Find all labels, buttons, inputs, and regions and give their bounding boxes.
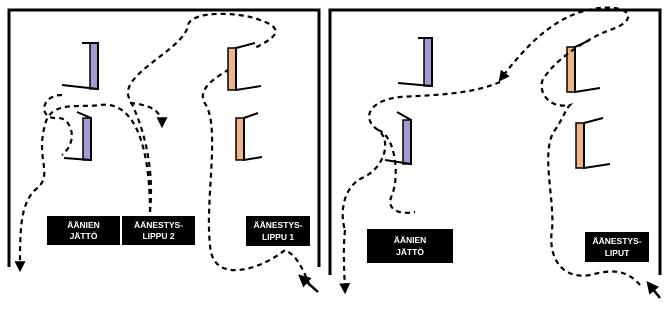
label-aanestysliput: ÄÄNESTYS- LIPUT xyxy=(585,232,649,262)
label-aanestyslippu-1: ÄÄNESTYS- LIPPU 1 xyxy=(246,216,310,246)
path-through-booths-right xyxy=(341,80,501,231)
label-line-1: ÄÄNESTYS- xyxy=(592,236,641,246)
booth-purple-frame xyxy=(397,37,433,88)
label-line-1: ÄÄNESTYS- xyxy=(134,220,183,230)
label-aanestyslippu-2: ÄÄNESTYS- LIPPU 2 xyxy=(122,216,195,245)
booth-purple-4 xyxy=(384,111,412,166)
label-line-2: LIPUT xyxy=(605,248,630,258)
booth-purple-2 xyxy=(63,111,92,162)
path-to-aanien-jatto xyxy=(14,103,152,273)
booth-orange-panel xyxy=(575,122,585,169)
booth-orange-frame xyxy=(583,117,611,170)
label-aanien-jatto-right: ÄÄNIEN JÄTTÖ xyxy=(367,229,453,263)
booth-purple-frame xyxy=(63,111,92,162)
right-panel: ÄÄNIEN JÄTTÖ ÄÄNESTYS- LIPUT xyxy=(328,6,662,299)
booth-purple-frame xyxy=(61,42,99,91)
label-line-2: JÄTTÖ xyxy=(70,231,98,241)
booth-purple-frame xyxy=(384,111,412,166)
booth-orange-1 xyxy=(227,42,262,92)
booth-orange-panel xyxy=(227,47,237,91)
booth-purple-3 xyxy=(397,37,433,88)
booth-orange-panel xyxy=(235,117,245,161)
label-aanien-jatto-left: ÄÄNIEN JÄTTÖ xyxy=(47,216,120,245)
path-to-lippu-2 xyxy=(129,101,168,129)
entrance-arrow-right xyxy=(646,281,661,299)
booth-orange-4 xyxy=(575,117,611,170)
booth-orange-3 xyxy=(566,39,601,94)
booth-purple-1 xyxy=(61,42,99,91)
booth-orange-2 xyxy=(235,112,263,162)
label-line-2: JÄTTÖ xyxy=(396,247,424,257)
label-line-1: ÄÄNIEN xyxy=(394,235,427,245)
booth-orange-frame xyxy=(235,42,262,92)
booth-orange-frame xyxy=(243,112,263,162)
right-room-walls xyxy=(328,8,662,275)
path-from-entrance-left xyxy=(201,69,312,287)
booth-purple-panel xyxy=(89,42,99,90)
booth-loop-left xyxy=(43,93,73,156)
label-line-1: ÄÄNESTYS- xyxy=(253,220,302,230)
booth-orange-frame xyxy=(574,39,601,94)
label-line-2: LIPPU 1 xyxy=(262,232,294,242)
booth-purple-panel xyxy=(82,117,92,161)
label-line-1: ÄÄNIEN xyxy=(67,220,100,230)
entrance-arrow-left xyxy=(298,274,319,293)
left-panel: ÄÄNIEN JÄTTÖ ÄÄNESTYS- LIPPU 2 ÄÄNESTYS-… xyxy=(7,8,321,293)
booth-purple-panel xyxy=(423,37,433,87)
path-aanestyslippu-2 xyxy=(126,12,277,213)
label-line-2: LIPPU 2 xyxy=(142,231,174,241)
path-from-entrance-right xyxy=(498,6,641,286)
booth-purple-panel xyxy=(402,119,412,165)
path-to-aanien-jatto-right xyxy=(339,229,351,295)
left-room-walls xyxy=(7,8,321,267)
